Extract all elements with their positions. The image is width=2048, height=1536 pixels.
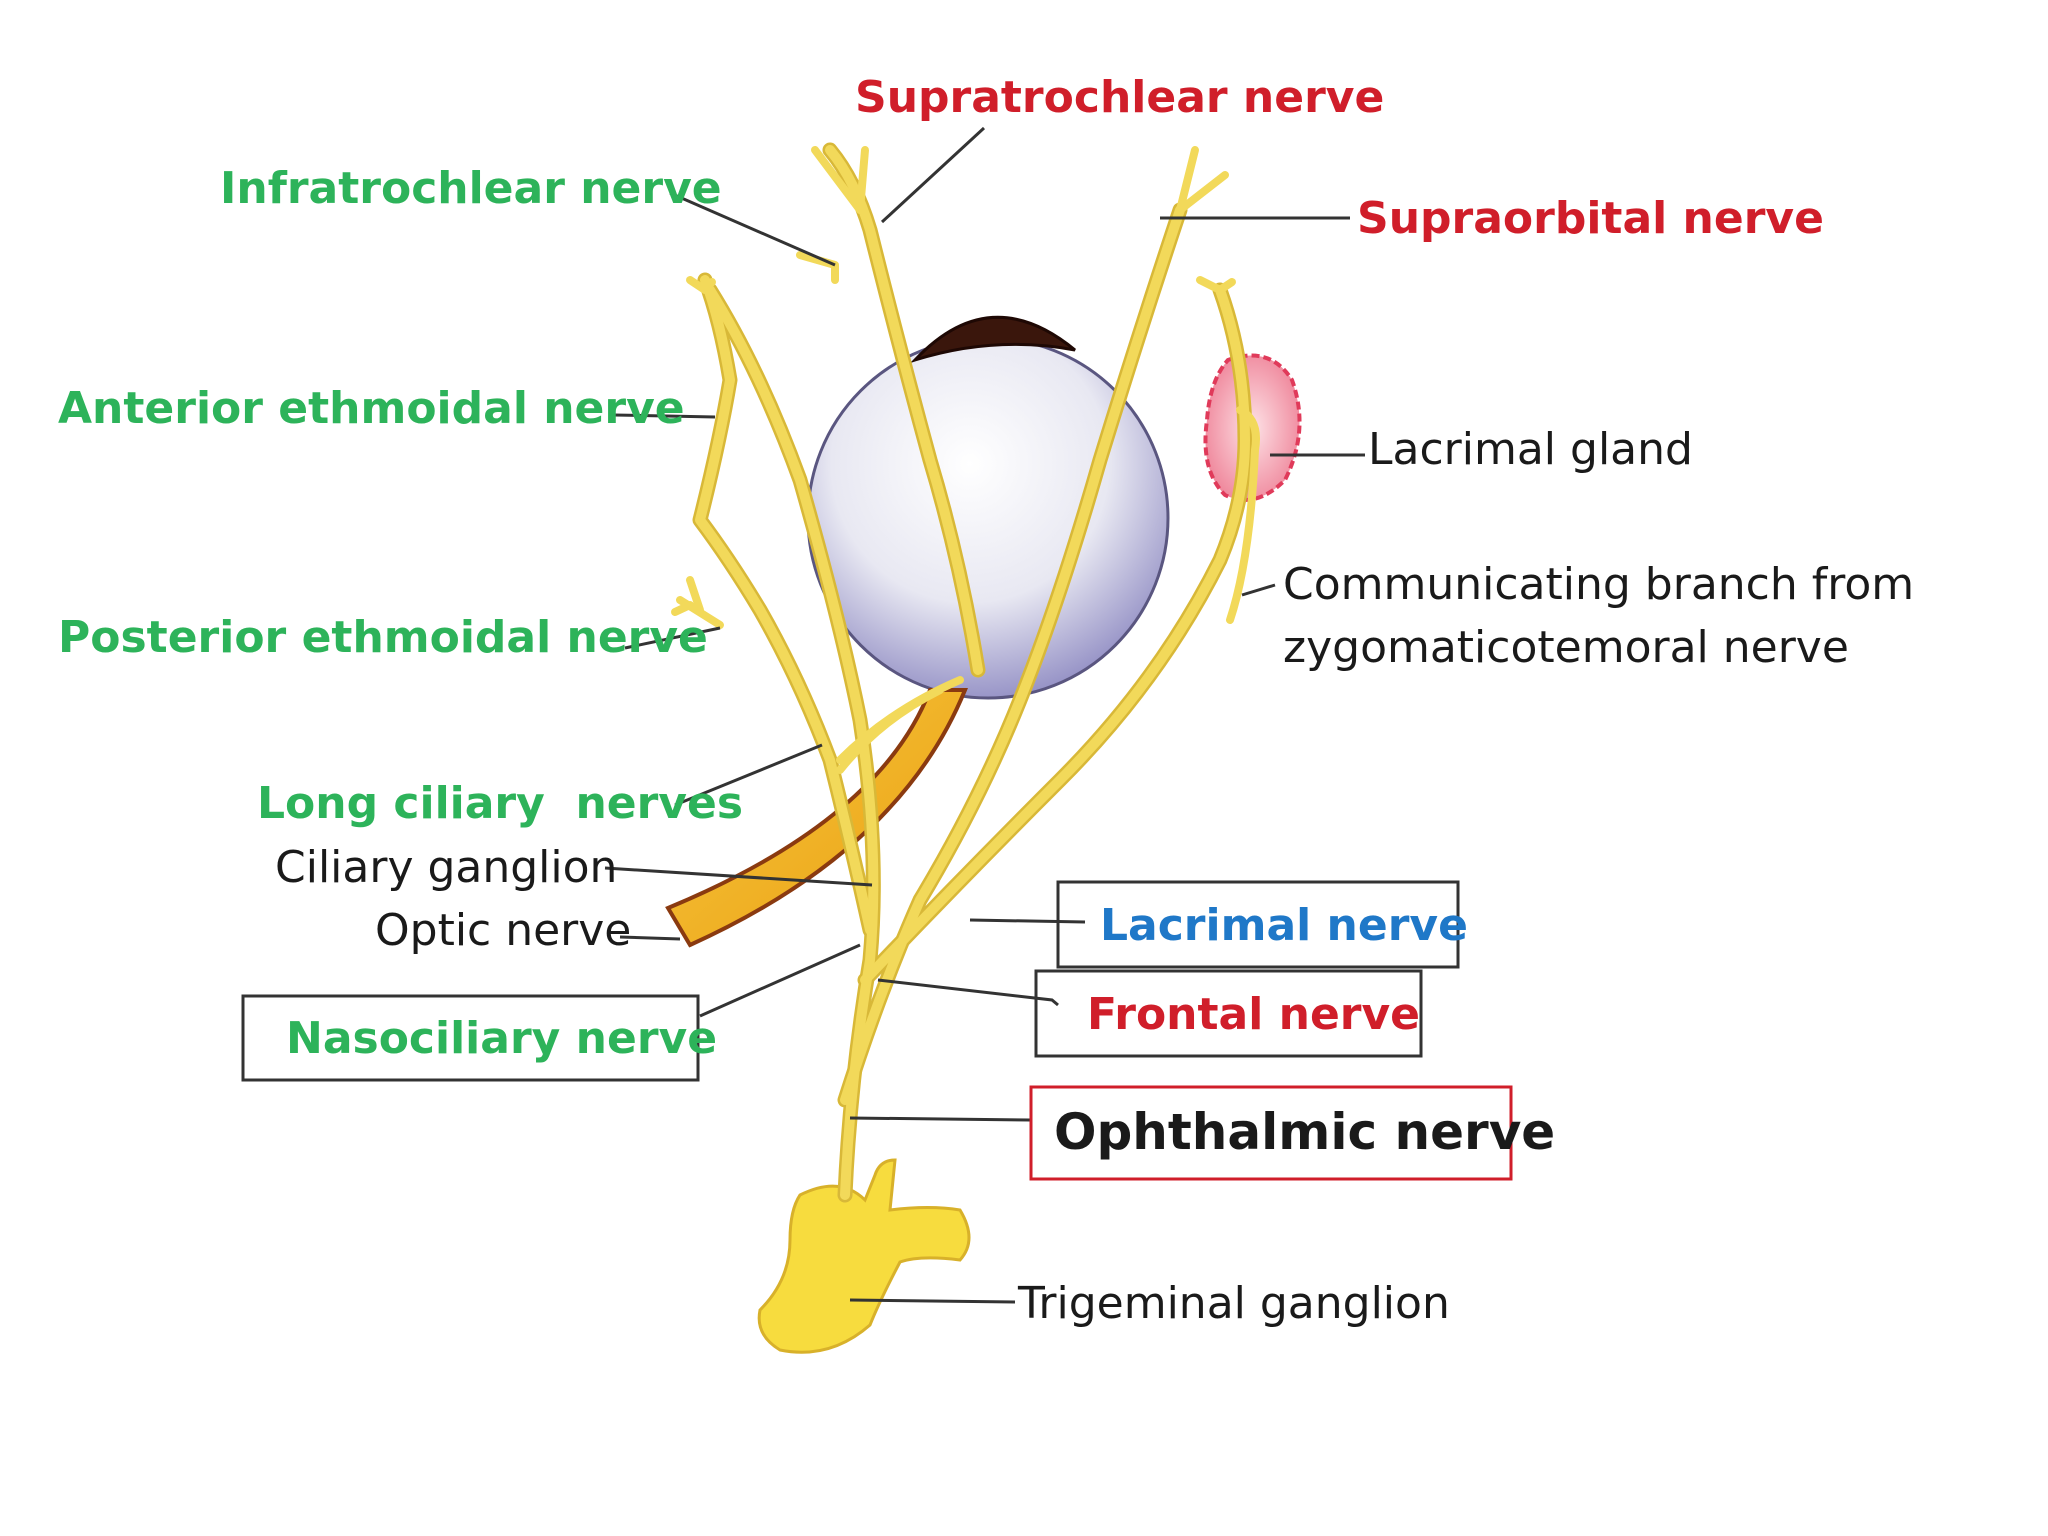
- frontal-nerve-box: [1034, 969, 1423, 1058]
- label-long-ciliary-nerves: Long ciliary nerves: [257, 778, 743, 829]
- nerve-lacrimal: [860, 285, 1250, 985]
- label-supratrochlear-nerve: Supratrochlear nerve: [855, 72, 1384, 123]
- cornea-iris: [910, 315, 1076, 364]
- nerve-tip-supraorbital-fork: [1176, 146, 1229, 214]
- label-anterior-ethmoidal-nerve: Anterior ethmoidal nerve: [58, 383, 685, 434]
- label-communicating-branch-line1: Communicating branch from: [1283, 559, 1914, 610]
- nerve-tip-supratrochlear-fork: [811, 146, 869, 214]
- nerve-tip-posterior-ethmoidal: [671, 576, 724, 629]
- label-ciliary-ganglion: Ciliary ganglion: [275, 842, 617, 893]
- label-infratrochlear-nerve: Infratrochlear nerve: [220, 163, 722, 214]
- nerve-tip-lacrimal-fork: [1196, 276, 1236, 294]
- label-trigeminal-ganglion: Trigeminal ganglion: [1017, 1278, 1450, 1329]
- label-frontal-nerve: Frontal nerve: [1087, 989, 1420, 1040]
- label-posterior-ethmoidal-nerve: Posterior ethmoidal nerve: [58, 612, 708, 663]
- lacrimal-nerve-box: [1056, 880, 1460, 969]
- nasociliary-nerve-box: [241, 994, 700, 1082]
- eyeball: [806, 315, 1170, 700]
- optic-nerve-shape: [665, 688, 968, 948]
- trigeminal-ganglion-shape: [757, 1158, 971, 1354]
- nerve-tip-anterior-ethmoidal: [686, 276, 716, 294]
- ophthalmic-nerve-box: [1029, 1085, 1513, 1181]
- nerve-communicating-branch: [1226, 406, 1260, 624]
- leader-lines: [604, 126, 1365, 1304]
- nerve-ophthalmic-trunk: [705, 285, 879, 1200]
- label-lacrimal-nerve: Lacrimal nerve: [1100, 900, 1468, 951]
- label-lacrimal-gland: Lacrimal gland: [1368, 424, 1693, 475]
- nerve-long-ciliary: [836, 676, 964, 774]
- label-optic-nerve: Optic nerve: [375, 905, 631, 956]
- label-supraorbital-nerve: Supraorbital nerve: [1357, 193, 1824, 244]
- nerve-nasociliary: [695, 275, 875, 935]
- label-nasociliary-nerve: Nasociliary nerve: [286, 1013, 717, 1064]
- label-communicating-branch-line2: zygomaticotemoral nerve: [1283, 622, 1849, 673]
- label-ophthalmic-nerve: Ophthalmic nerve: [1054, 1103, 1555, 1161]
